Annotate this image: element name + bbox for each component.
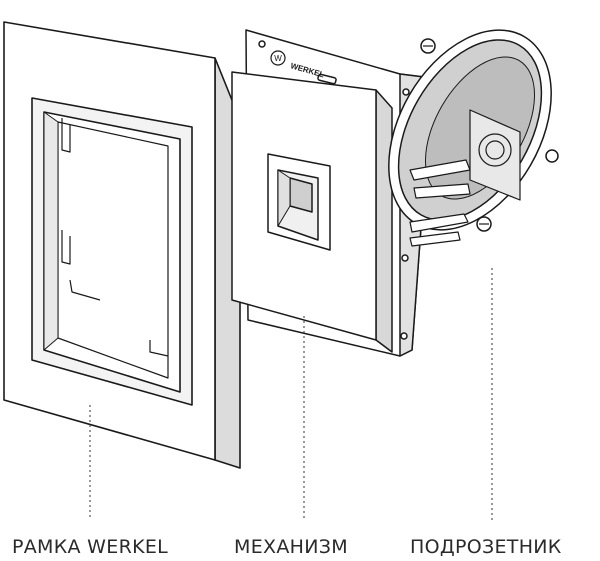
frame-part — [3, 21, 241, 469]
mounting-box-part — [388, 29, 559, 247]
mechanism-caption: МЕХАНИЗМ — [234, 536, 348, 558]
leader-lines — [89, 268, 493, 520]
frame-caption: РАМКА WERKEL — [12, 536, 169, 558]
mounting-box-caption: ПОДРОЗЕТНИК — [410, 536, 562, 558]
svg-text:W: W — [274, 54, 282, 63]
